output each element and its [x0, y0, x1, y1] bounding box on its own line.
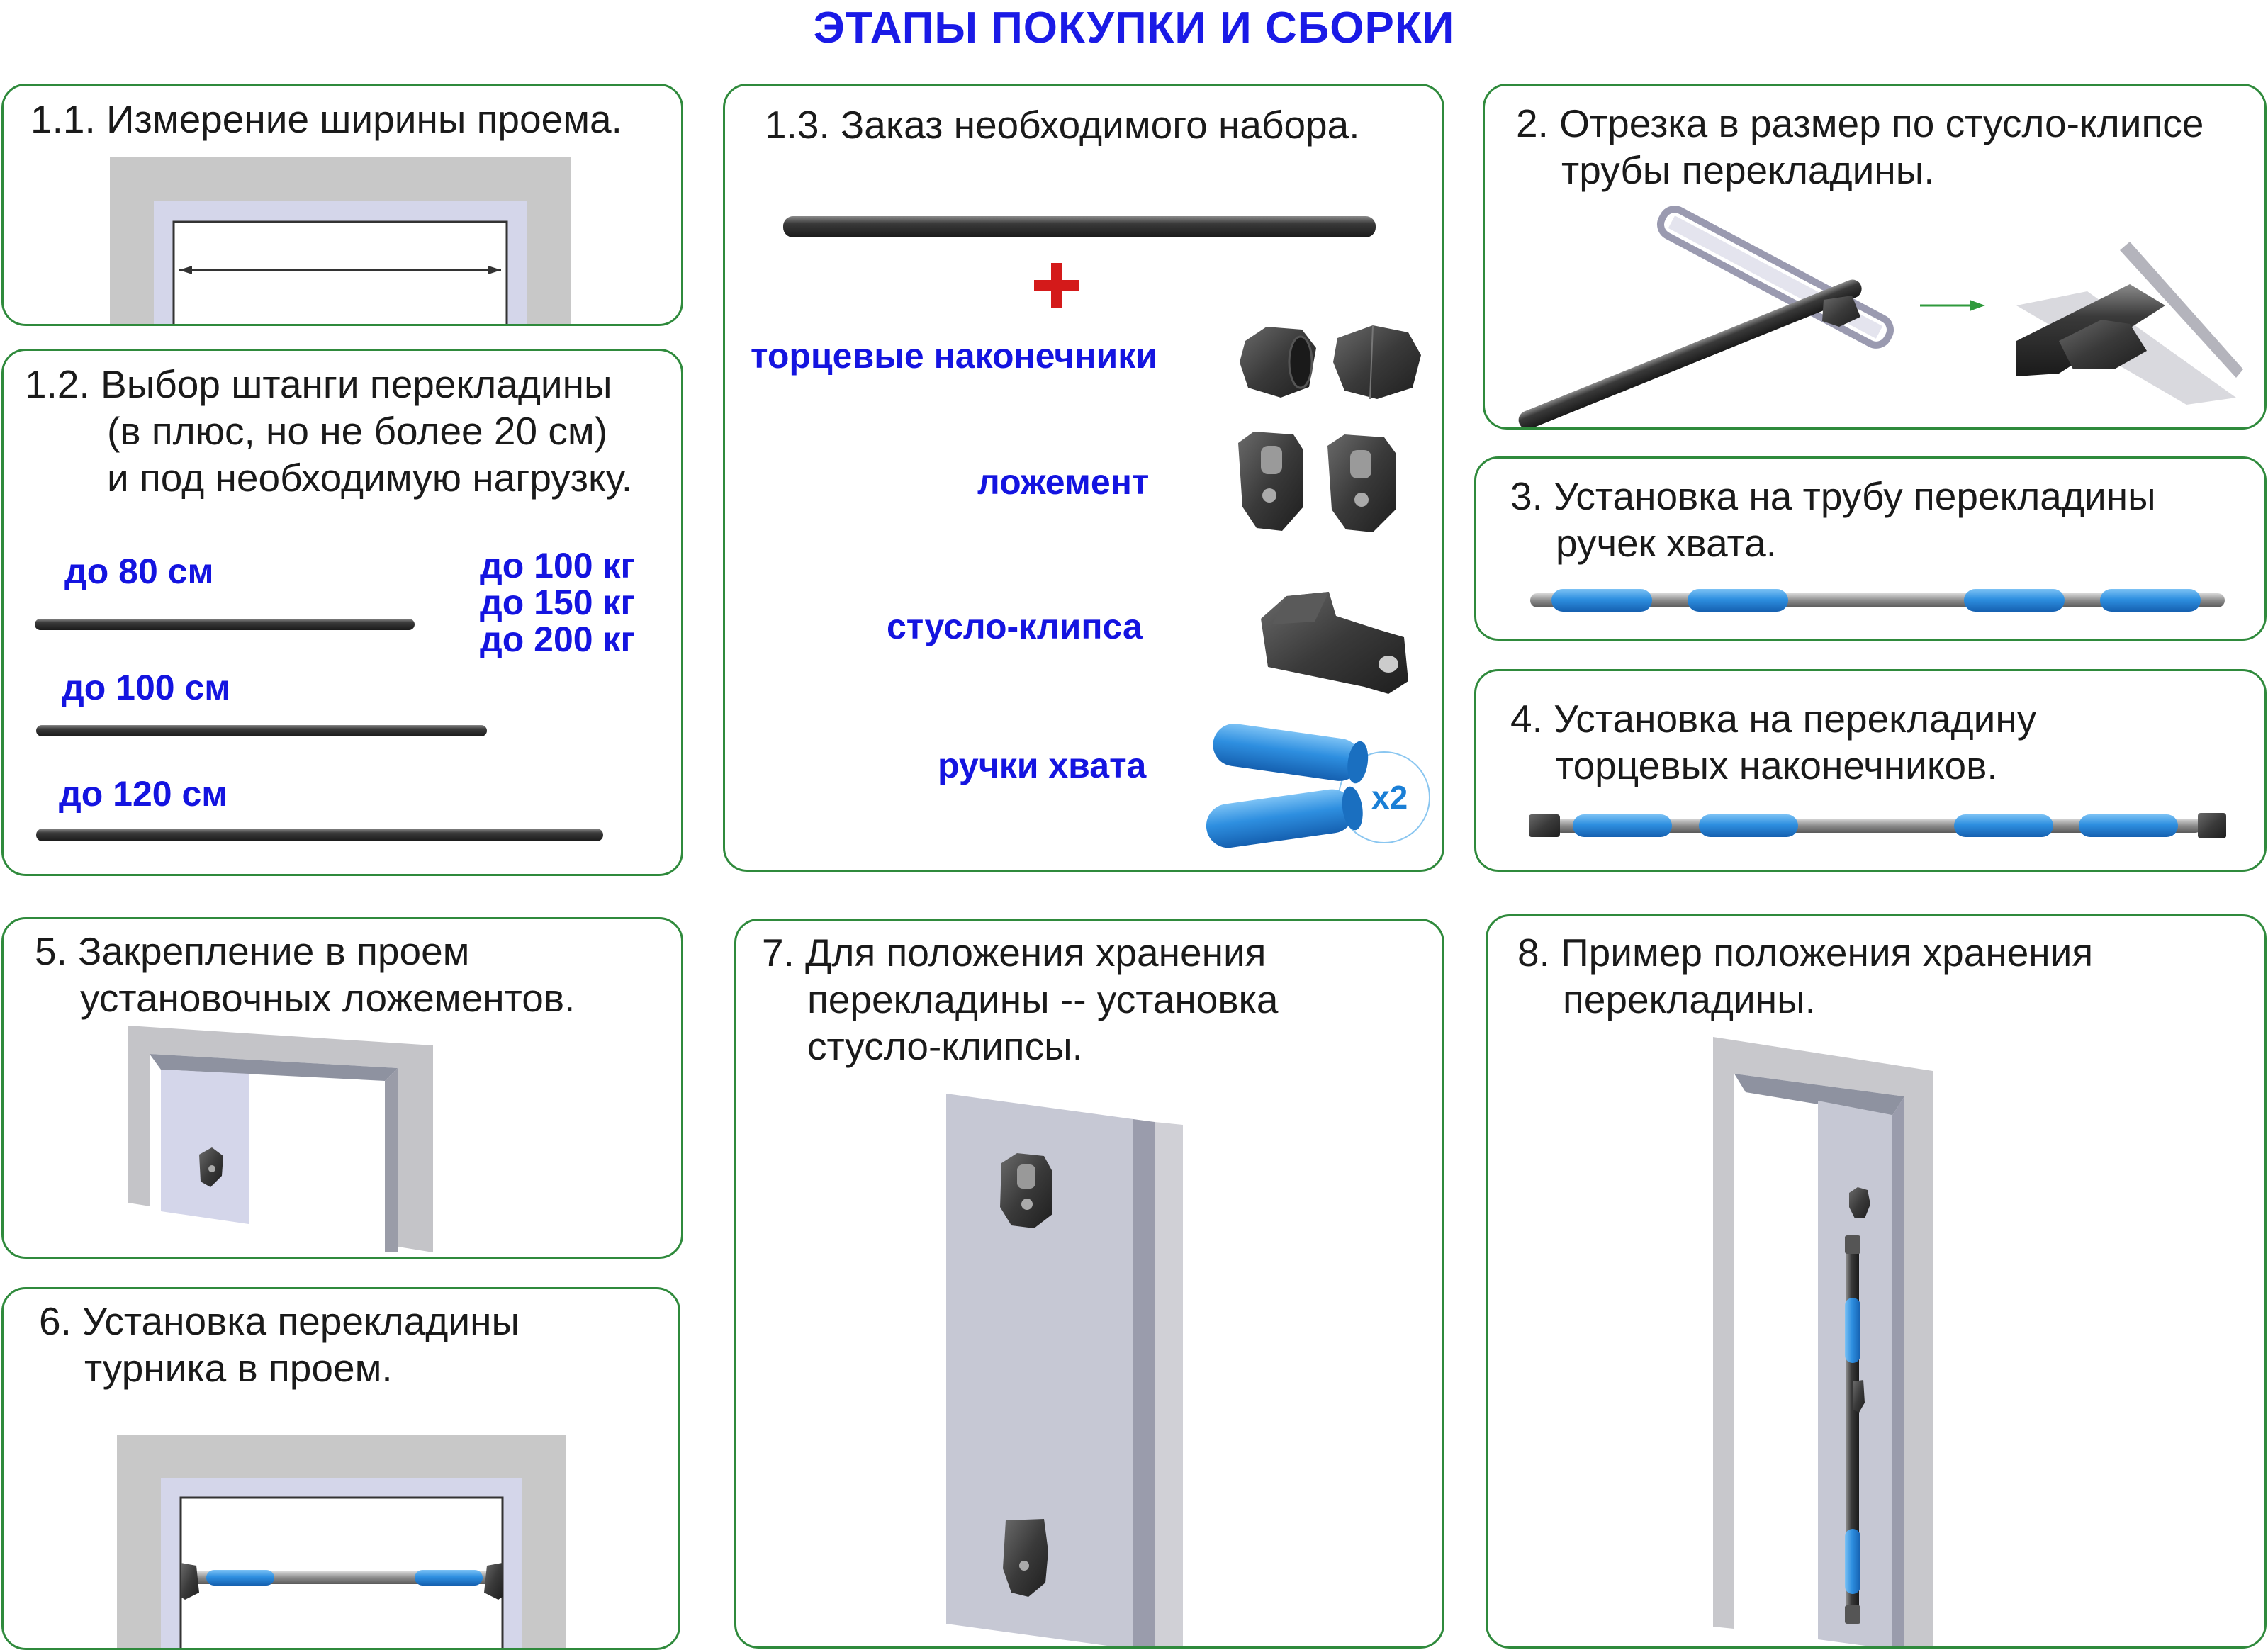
step-8-line1: 8. Пример положения хранения [1517, 931, 2094, 975]
step-1-1-panel: 1.1. Измерение ширины проема. [1, 84, 683, 326]
step-8-line2: перекладины. [1563, 977, 1816, 1021]
step-1-3-text: 1.3. Заказ необходимого набора. [765, 101, 1360, 148]
door-frame-storage-illustration [946, 1094, 1183, 1646]
step-2-text: 2. Отрезка в размер по стусло-клипсе тру… [1516, 100, 2204, 193]
step-1-1-line1: 1.1. Измерение ширины проема. [30, 97, 622, 141]
step-7-line2: перекладины -- установка [807, 977, 1279, 1021]
step-6-panel: 6. Установка перекладины турника в проем… [1, 1287, 680, 1650]
plus-icon [1034, 263, 1079, 308]
end-cap-icon [1240, 325, 1421, 400]
step-3-line2: ручек хвата. [1556, 521, 1777, 565]
cradle-bracket-icon [1238, 432, 1396, 532]
step-1-1-text: 1.1. Измерение ширины проема. [30, 96, 622, 142]
step-7-line1: 7. Для положения хранения [762, 931, 1267, 975]
load-label-100: до 100 кг [480, 546, 636, 585]
multiplier-label: x2 [1371, 779, 1408, 816]
step-8-panel: 8. Пример положения хранения перекладины… [1486, 914, 2267, 1649]
step-6-line1: 6. Установка перекладины [39, 1299, 520, 1343]
page-title: ЭТАПЫ ПОКУПКИ И СБОРКИ [813, 4, 1455, 52]
step-2-panel: 2. Отрезка в размер по стусло-клипсе тру… [1483, 84, 2267, 430]
step-8-text: 8. Пример положения хранения перекладины… [1517, 929, 2093, 1023]
bar-with-end-caps-illustration [1529, 813, 2226, 838]
miter-clip-icon [1261, 592, 1408, 694]
step-7-panel: 7. Для положения хранения перекладины --… [734, 919, 1444, 1649]
step-7-text: 7. Для положения хранения перекладины --… [762, 929, 1278, 1070]
bar-with-grips-illustration [1530, 589, 2225, 612]
bar-80-icon [35, 619, 415, 630]
stored-bar-example-illustration [1713, 1037, 1933, 1646]
step-1-2-panel: 1.2. Выбор штанги перекладины (в плюс, н… [1, 349, 683, 876]
step-4-text: 4. Установка на перекладину торцевых нак… [1510, 695, 2036, 789]
load-label-150: до 150 кг [480, 583, 636, 622]
step-5-text: 5. Закрепление в проем установочных ложе… [35, 928, 575, 1021]
step-4-panel: 4. Установка на перекладину торцевых нак… [1474, 669, 2267, 872]
bar-100-icon [36, 725, 487, 736]
step-5-panel: 5. Закрепление в проем установочных ложе… [1, 917, 683, 1259]
step-6-text: 6. Установка перекладины турника в проем… [39, 1298, 520, 1391]
step-5-line1: 5. Закрепление в проем [35, 929, 470, 973]
step-1-2-line2: (в плюс, но не более 20 см) [107, 409, 608, 453]
step-1-2-line3: и под необходимую нагрузку. [107, 456, 632, 500]
cutting-illustration [1518, 206, 2243, 427]
step-1-3-line1: 1.3. Заказ необходимого набора. [765, 103, 1360, 147]
step-2-line1: 2. Отрезка в размер по стусло-клипсе [1516, 101, 2204, 145]
step-2-line2: трубы перекладины. [1561, 148, 1935, 192]
step-1-3-panel: 1.3. Заказ необходимого набора. торцевые… [723, 84, 1444, 872]
part-label-grips: ручки хвата [938, 746, 1147, 785]
step-5-line2: установочных ложементов. [80, 976, 576, 1020]
size-label-80: до 80 см [64, 551, 214, 591]
step-4-line1: 4. Установка на перекладину [1510, 697, 2037, 741]
step-7-line3: стусло-клипсы. [807, 1024, 1083, 1068]
size-label-100: до 100 см [62, 668, 231, 707]
bar-120-icon [36, 829, 603, 841]
pullup-bar-icon [783, 216, 1376, 237]
step-3-panel: 3. Установка на трубу перекладины ручек … [1474, 456, 2267, 641]
part-label-miter-clip: стусло-клипса [887, 607, 1143, 646]
load-label-200: до 200 кг [480, 619, 636, 659]
doorway-measure-illustration [110, 157, 571, 324]
step-6-line2: турника в проем. [84, 1346, 393, 1390]
step-3-text: 3. Установка на трубу перекладины ручек … [1510, 473, 2156, 566]
size-label-120: до 120 см [59, 774, 228, 814]
step-4-line2: торцевых наконечников. [1556, 743, 1998, 787]
step-1-2-line1: 1.2. Выбор штанги перекладины [25, 362, 612, 406]
doorway-cradle-illustration [128, 1026, 433, 1252]
grip-handle-icon: x2 [1206, 724, 1430, 848]
step-1-2-text: 1.2. Выбор штанги перекладины (в плюс, н… [25, 361, 632, 501]
part-label-end-caps: торцевые наконечники [751, 336, 1157, 376]
doorway-installed-bar-illustration [117, 1435, 566, 1648]
step-3-line1: 3. Установка на трубу перекладины [1510, 474, 2156, 518]
part-label-cradle: ложемент [977, 462, 1150, 502]
